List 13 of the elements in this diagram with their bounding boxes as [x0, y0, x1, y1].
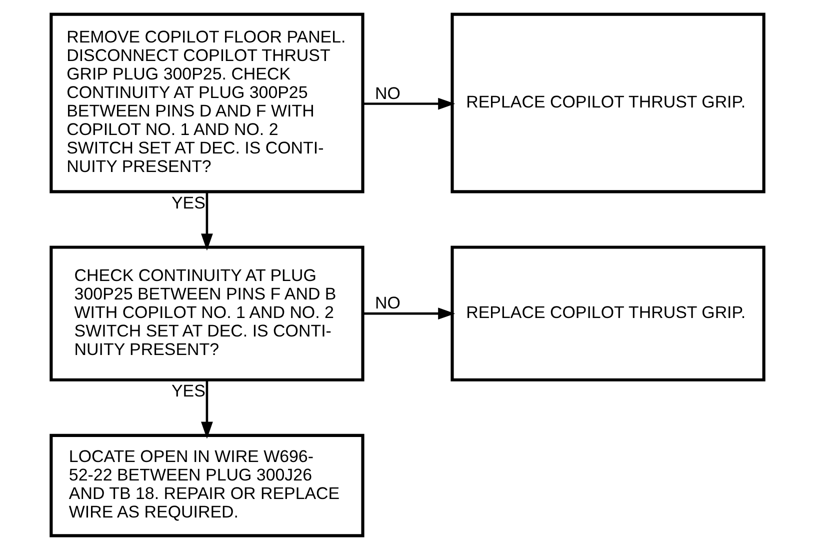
edge-label: YES — [170, 382, 205, 401]
node-box: REPLACE COPILOT THRUST GRIP. — [450, 246, 765, 382]
node-box: REPLACE COPILOT THRUST GRIP. — [450, 12, 765, 194]
arrow — [362, 308, 455, 320]
arrow — [362, 98, 455, 110]
edge-label: NO — [374, 84, 400, 103]
edge-label: NO — [374, 294, 400, 313]
node-box: LOCATE OPEN IN WIRE W696- 52-22 BETWEEN PLUG 300J26 AND TB 18. REPAIR OR REPLACE WIRE AS REQUIRED. — [49, 434, 364, 538]
node-box: CHECK CONTINUITY AT PLUG 300P25 BETWEEN PINS F AND B WITH COPILOT NO. 1 AND NO. 2 SWITCH SET AT DEC. IS CONTI- NUITY PRESENT? — [49, 246, 364, 382]
edge-label: YES — [170, 194, 205, 213]
arrow — [200, 380, 212, 439]
arrow — [200, 192, 212, 251]
node-box: REMOVE COPILOT FLOOR PANEL. DISCONNECT COPILOT THRUST GRIP PLUG 300P25. CHECK CONTINUITY AT PLUG 300P25 BETWEEN PINS D AND F WITH COPILOT NO. 1 AND NO. 2 SWITCH SET AT DEC. IS CONTI- NUITY PRESENT? — [49, 12, 364, 194]
